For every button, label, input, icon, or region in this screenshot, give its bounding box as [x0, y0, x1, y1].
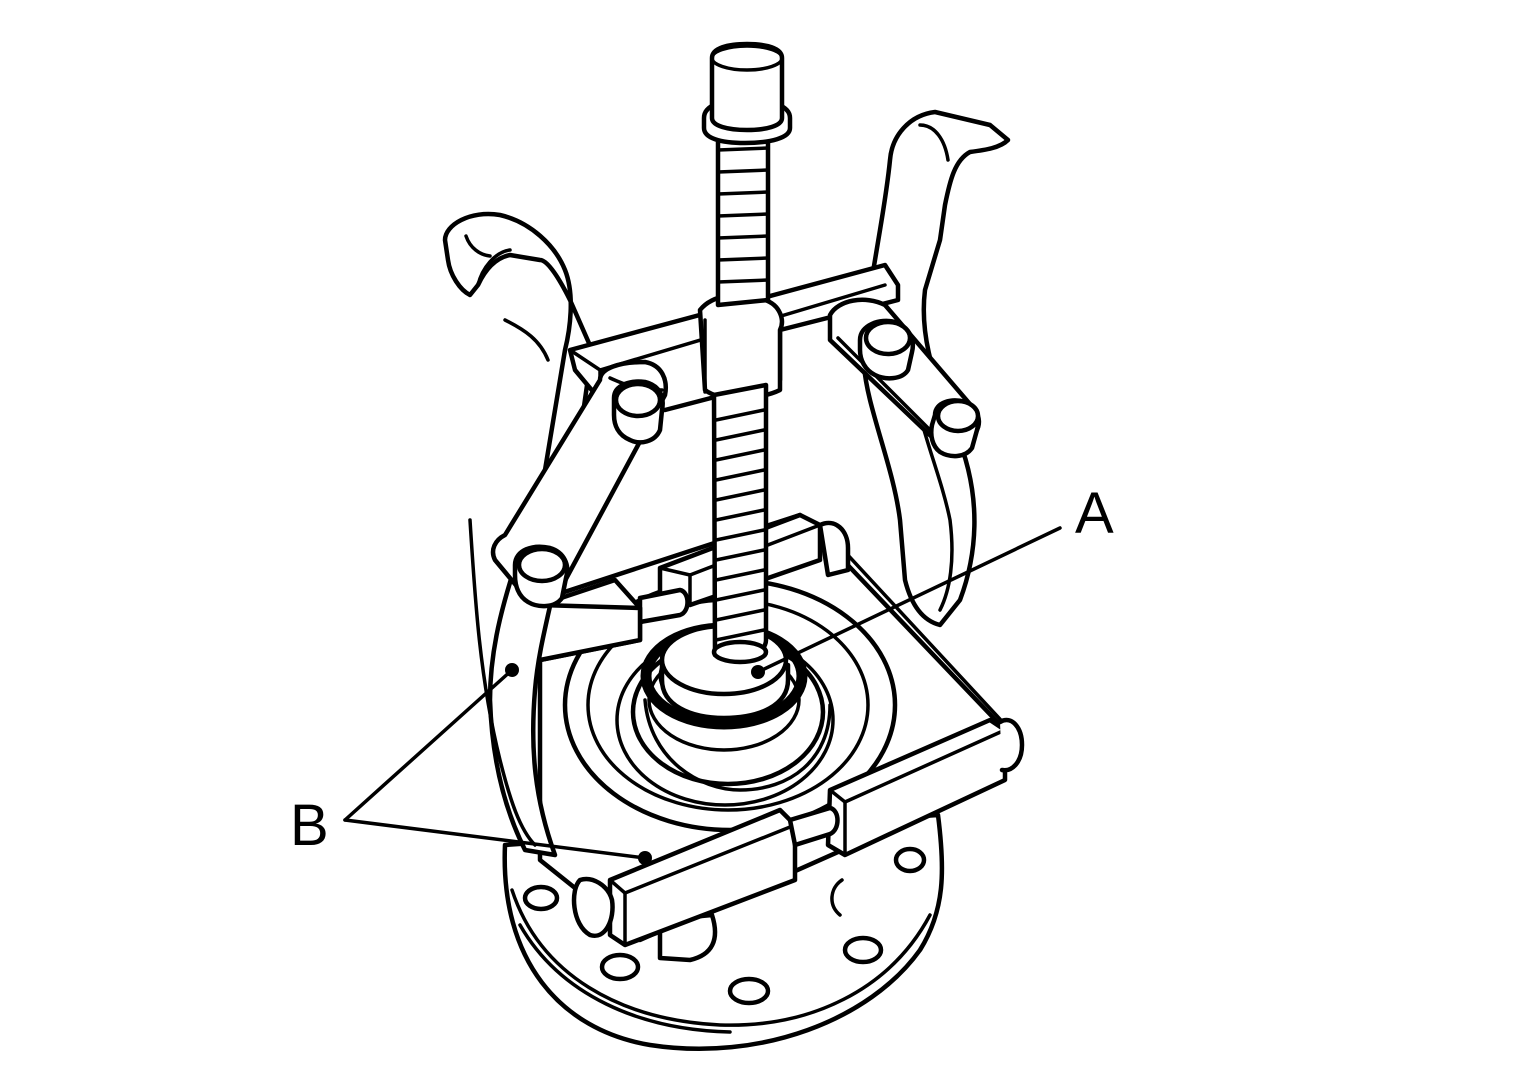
callout-a: A [751, 481, 1114, 679]
callout-b-dot-upper [505, 663, 519, 677]
forcing-screw [701, 41, 793, 665]
flange-bolt-holes [522, 846, 927, 1006]
callout-a-dot [751, 665, 765, 679]
callout-b-label: B [290, 793, 329, 858]
callout-b-dot-lower [638, 851, 652, 865]
link-pins [512, 318, 981, 609]
callout-b: B [290, 663, 652, 865]
puller-yoke [490, 262, 982, 609]
callout-a-label: A [1075, 481, 1114, 546]
